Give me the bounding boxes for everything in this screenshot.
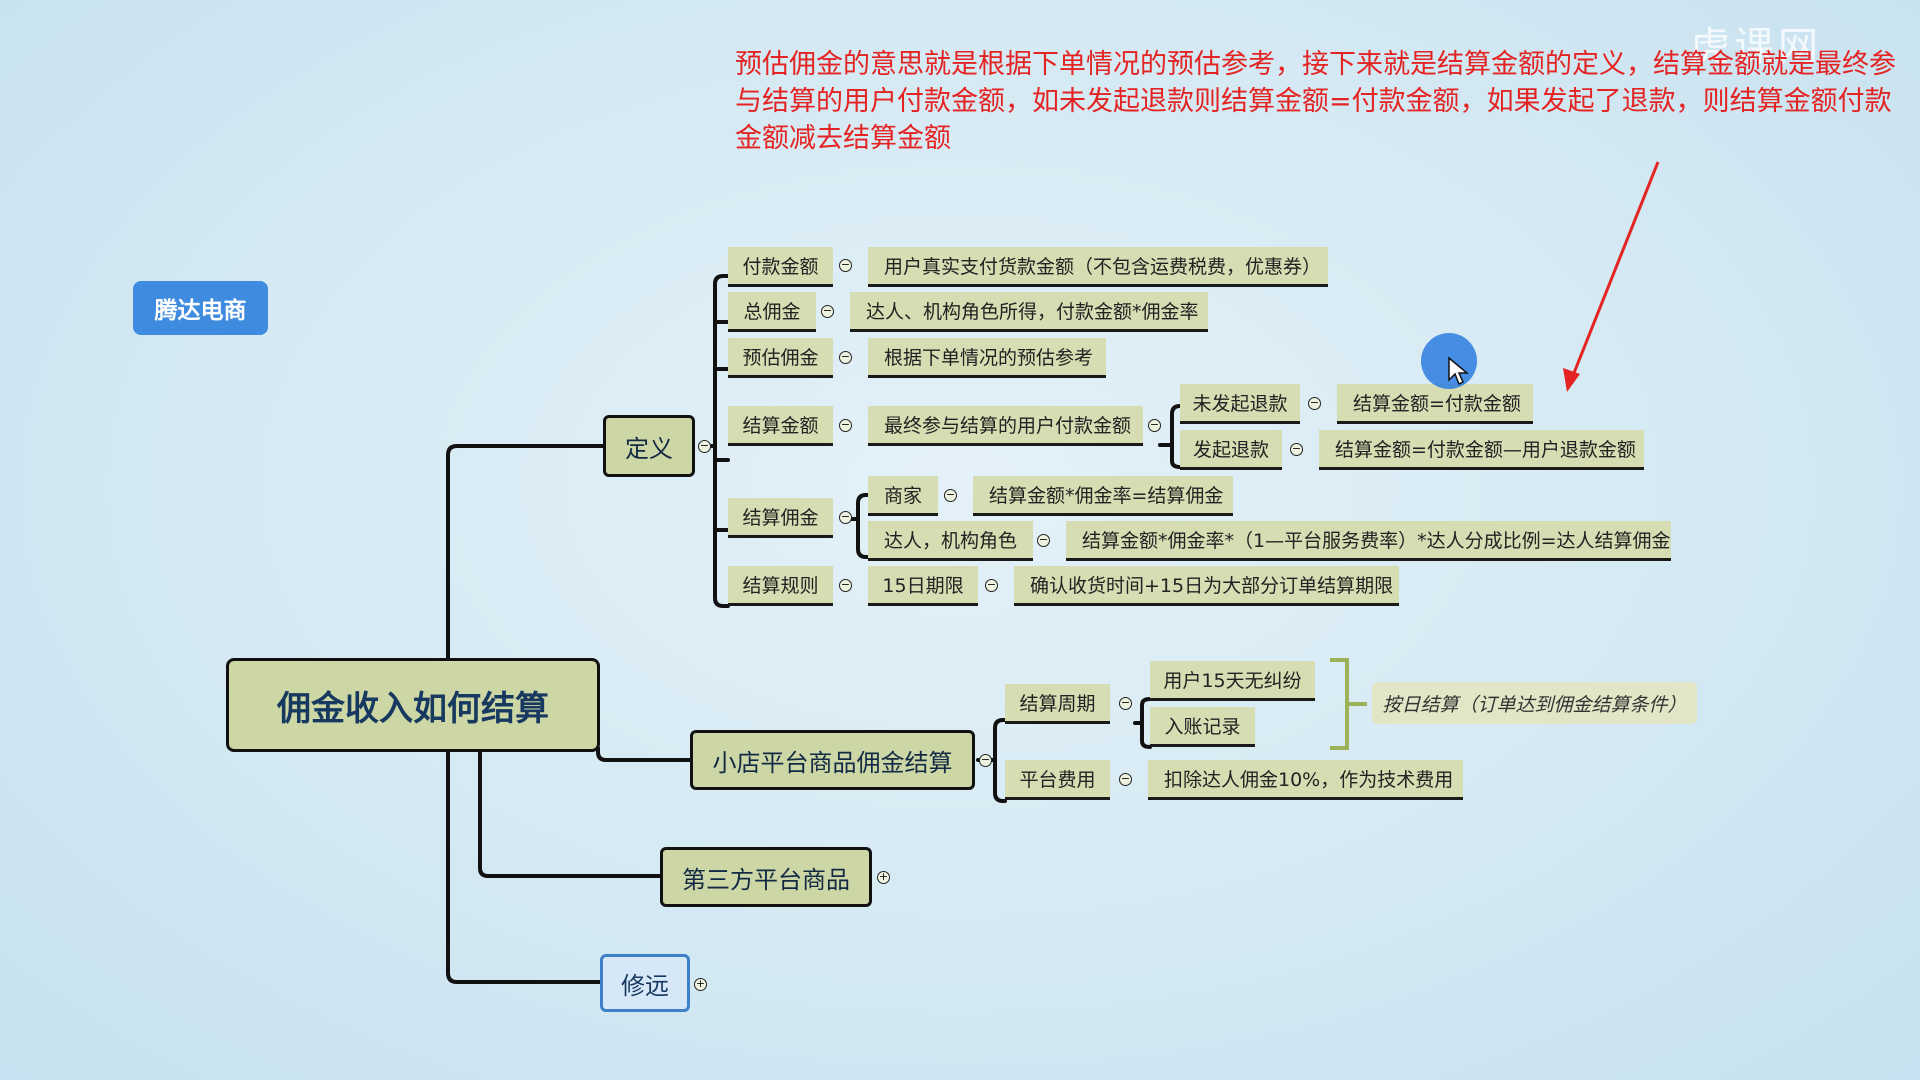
xiuyuan-node[interactable]: 修远	[600, 954, 690, 1012]
line-root-third	[478, 746, 662, 878]
shop-node[interactable]: 小店平台商品佣金结算	[690, 730, 975, 790]
line-root-shop	[596, 746, 692, 762]
line-root-xiuyuan	[446, 746, 602, 984]
merchant-label[interactable]: 商家	[868, 476, 938, 516]
collapse-icon[interactable]: −	[839, 258, 852, 272]
no-refund-desc[interactable]: 结算金额=付款金额	[1337, 384, 1533, 424]
settle-amount-desc[interactable]: 最终参与结算的用户付款金额	[868, 406, 1143, 446]
total-desc[interactable]: 达人、机构角色所得，付款金额*佣金率	[850, 292, 1208, 332]
collapse-icon[interactable]: −	[698, 439, 711, 453]
line-def-bottom	[713, 444, 730, 608]
red-arrow-line	[1570, 161, 1660, 379]
rules-desc[interactable]: 确认收货时间+15日为大部分订单结算期限	[1014, 566, 1399, 606]
bracket	[1330, 658, 1367, 750]
merchant-desc[interactable]: 结算金额*佣金率=结算佣金	[973, 476, 1233, 516]
no-refund-label[interactable]: 未发起退款	[1180, 384, 1300, 424]
watermark: 虎课网	[1690, 24, 1822, 70]
collapse-icon[interactable]: −	[1308, 396, 1321, 410]
line-root-definition	[446, 444, 605, 660]
third-party-node[interactable]: 第三方平台商品	[660, 847, 872, 907]
collapse-icon[interactable]: −	[1290, 442, 1303, 456]
refund-label[interactable]: 发起退款	[1180, 430, 1282, 470]
cursor-arrow-icon	[1448, 356, 1469, 386]
fee-desc[interactable]: 扣除达人佣金10%，作为技术费用	[1148, 760, 1463, 800]
fee-label[interactable]: 平台费用	[1005, 760, 1110, 800]
rules-sub[interactable]: 15日期限	[868, 566, 978, 606]
rules-label[interactable]: 结算规则	[728, 566, 833, 606]
estimate-label[interactable]: 预估佣金	[728, 338, 833, 378]
collapse-icon[interactable]: −	[839, 510, 852, 524]
settle-amount-label[interactable]: 结算金额	[728, 406, 833, 446]
brand-tag[interactable]: 腾达电商	[133, 281, 268, 335]
creator-label[interactable]: 达人，机构角色	[868, 521, 1033, 561]
payment-desc[interactable]: 用户真实支付货款金额（不包含运费税费，优惠券）	[868, 247, 1328, 287]
collapse-icon[interactable]: −	[1119, 772, 1132, 786]
root-node[interactable]: 佣金收入如何结算	[226, 658, 600, 752]
caption-text: 预估佣金的意思就是根据下单情况的预估参考，接下来就是结算金额的定义，结算金额就是…	[735, 49, 1896, 154]
collapse-icon[interactable]: −	[839, 350, 852, 364]
cycle-label[interactable]: 结算周期	[1005, 684, 1110, 724]
collapse-icon[interactable]: −	[979, 753, 992, 767]
estimate-desc[interactable]: 根据下单情况的预估参考	[868, 338, 1106, 378]
collapse-icon[interactable]: −	[1119, 696, 1132, 710]
collapse-icon[interactable]: −	[985, 578, 998, 592]
collapse-icon[interactable]: −	[839, 418, 852, 432]
line-def-top	[713, 274, 730, 448]
refund-desc[interactable]: 结算金额=付款金额—用户退款金额	[1319, 430, 1644, 470]
collapse-icon[interactable]: −	[1148, 418, 1161, 432]
payment-label[interactable]: 付款金额	[728, 247, 833, 287]
collapse-icon[interactable]: −	[944, 488, 957, 502]
creator-desc[interactable]: 结算金额*佣金率*（1—平台服务费率）*达人分成比例=达人结算佣金	[1066, 521, 1671, 561]
expand-icon[interactable]: +	[877, 870, 890, 884]
expand-icon[interactable]: +	[694, 977, 707, 991]
cycle-a[interactable]: 用户15天无纠纷	[1150, 661, 1315, 701]
settle-note[interactable]: 按日结算（订单达到佣金结算条件）	[1372, 682, 1697, 724]
collapse-icon[interactable]: −	[839, 578, 852, 592]
collapse-icon[interactable]: −	[1037, 533, 1050, 547]
total-label[interactable]: 总佣金	[728, 292, 816, 332]
cycle-b[interactable]: 入账记录	[1150, 707, 1255, 747]
settle-comm-label[interactable]: 结算佣金	[728, 498, 833, 538]
red-arrow-head	[1563, 368, 1580, 392]
definition-node[interactable]: 定义	[603, 415, 695, 477]
collapse-icon[interactable]: −	[821, 304, 834, 318]
